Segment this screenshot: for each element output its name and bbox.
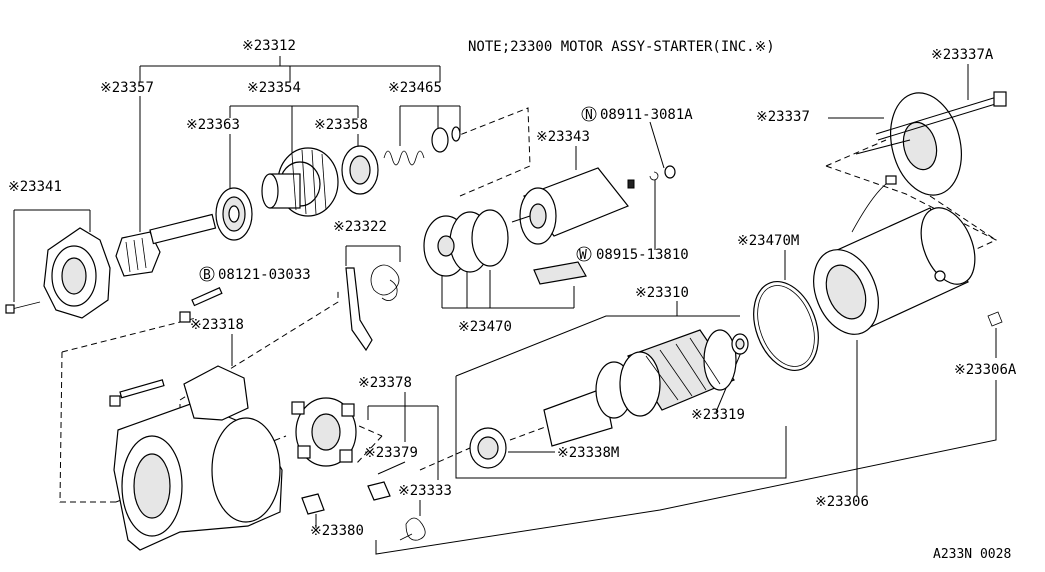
- svg-text:08911-3081A: 08911-3081A: [600, 107, 693, 123]
- label-bolt-08121: B 08121-03033: [199, 266, 311, 283]
- label-23312: ※23312: [242, 38, 296, 54]
- label-23338M: ※23338M: [557, 445, 619, 461]
- part-23470M-o-ring: [753, 280, 819, 372]
- label-23465: ※23465: [388, 80, 442, 96]
- svg-text:08121-03033: 08121-03033: [218, 267, 311, 283]
- part-23337A-through-bolt: [875, 91, 1007, 141]
- label-23337: ※23337: [756, 109, 810, 125]
- label-23470: ※23470: [458, 319, 512, 335]
- label-23354: ※23354: [247, 80, 301, 96]
- diagram-code: A233N 0028: [933, 547, 1011, 562]
- label-23380: ※23380: [310, 523, 364, 539]
- label-23378: ※23378: [358, 375, 412, 391]
- part-23470-plates: [423, 209, 587, 285]
- label-23306: ※23306: [815, 494, 869, 510]
- part-23354-clutch-gear: [261, 147, 339, 217]
- label-23322: ※23322: [333, 219, 387, 235]
- part-23338M-bearing: [469, 427, 507, 469]
- part-23322-shift-lever: [345, 264, 400, 352]
- part-23358-ring: [341, 145, 379, 195]
- label-23363: ※23363: [186, 117, 240, 133]
- svg-text:W: W: [579, 248, 587, 263]
- part-23318-housing: [113, 365, 283, 551]
- part-23379-brush: [367, 481, 391, 501]
- part-23306-yoke: [813, 175, 1003, 335]
- part-23363-bearing: [215, 187, 253, 241]
- label-23358: ※23358: [314, 117, 368, 133]
- svg-text:B: B: [203, 268, 211, 283]
- label-23470M: ※23470M: [737, 233, 799, 249]
- label-washer-08915: W 08915-13810: [576, 246, 689, 263]
- label-23341: ※23341: [8, 179, 62, 195]
- label-23357: ※23357: [100, 80, 154, 96]
- part-23465-spring: [383, 126, 461, 166]
- part-23343-solenoid: [511, 165, 676, 245]
- part-23380-brush: [301, 493, 325, 515]
- part-23319-bearing: [731, 333, 749, 355]
- label-23319: ※23319: [691, 407, 745, 423]
- part-23357-pinion: [115, 213, 217, 277]
- label-23318: ※23318: [190, 317, 244, 333]
- motor-assy-note: NOTE;23300 MOTOR ASSY-STARTER(INC.※): [468, 39, 775, 55]
- label-23343: ※23343: [536, 129, 590, 145]
- part-23310-armature: [543, 329, 737, 447]
- part-23341-front-cover: [5, 227, 111, 319]
- leader-lines: [13, 64, 997, 555]
- label-nut-08911: N 08911-3081A: [581, 106, 693, 123]
- label-23337A: ※23337A: [931, 47, 994, 63]
- part-23378-brush-holder: [291, 397, 357, 467]
- group-23312-bracket: [139, 56, 441, 82]
- label-23379: ※23379: [364, 445, 418, 461]
- label-23306A: ※23306A: [954, 362, 1017, 378]
- part-bolt-08121: [109, 287, 223, 407]
- svg-text:N: N: [585, 108, 593, 123]
- label-23310: ※23310: [635, 285, 689, 301]
- part-23333-spring: [399, 517, 426, 541]
- svg-text:08915-13810: 08915-13810: [596, 247, 689, 263]
- label-23333: ※23333: [398, 483, 452, 499]
- part-23337-rear-cover: [855, 92, 962, 196]
